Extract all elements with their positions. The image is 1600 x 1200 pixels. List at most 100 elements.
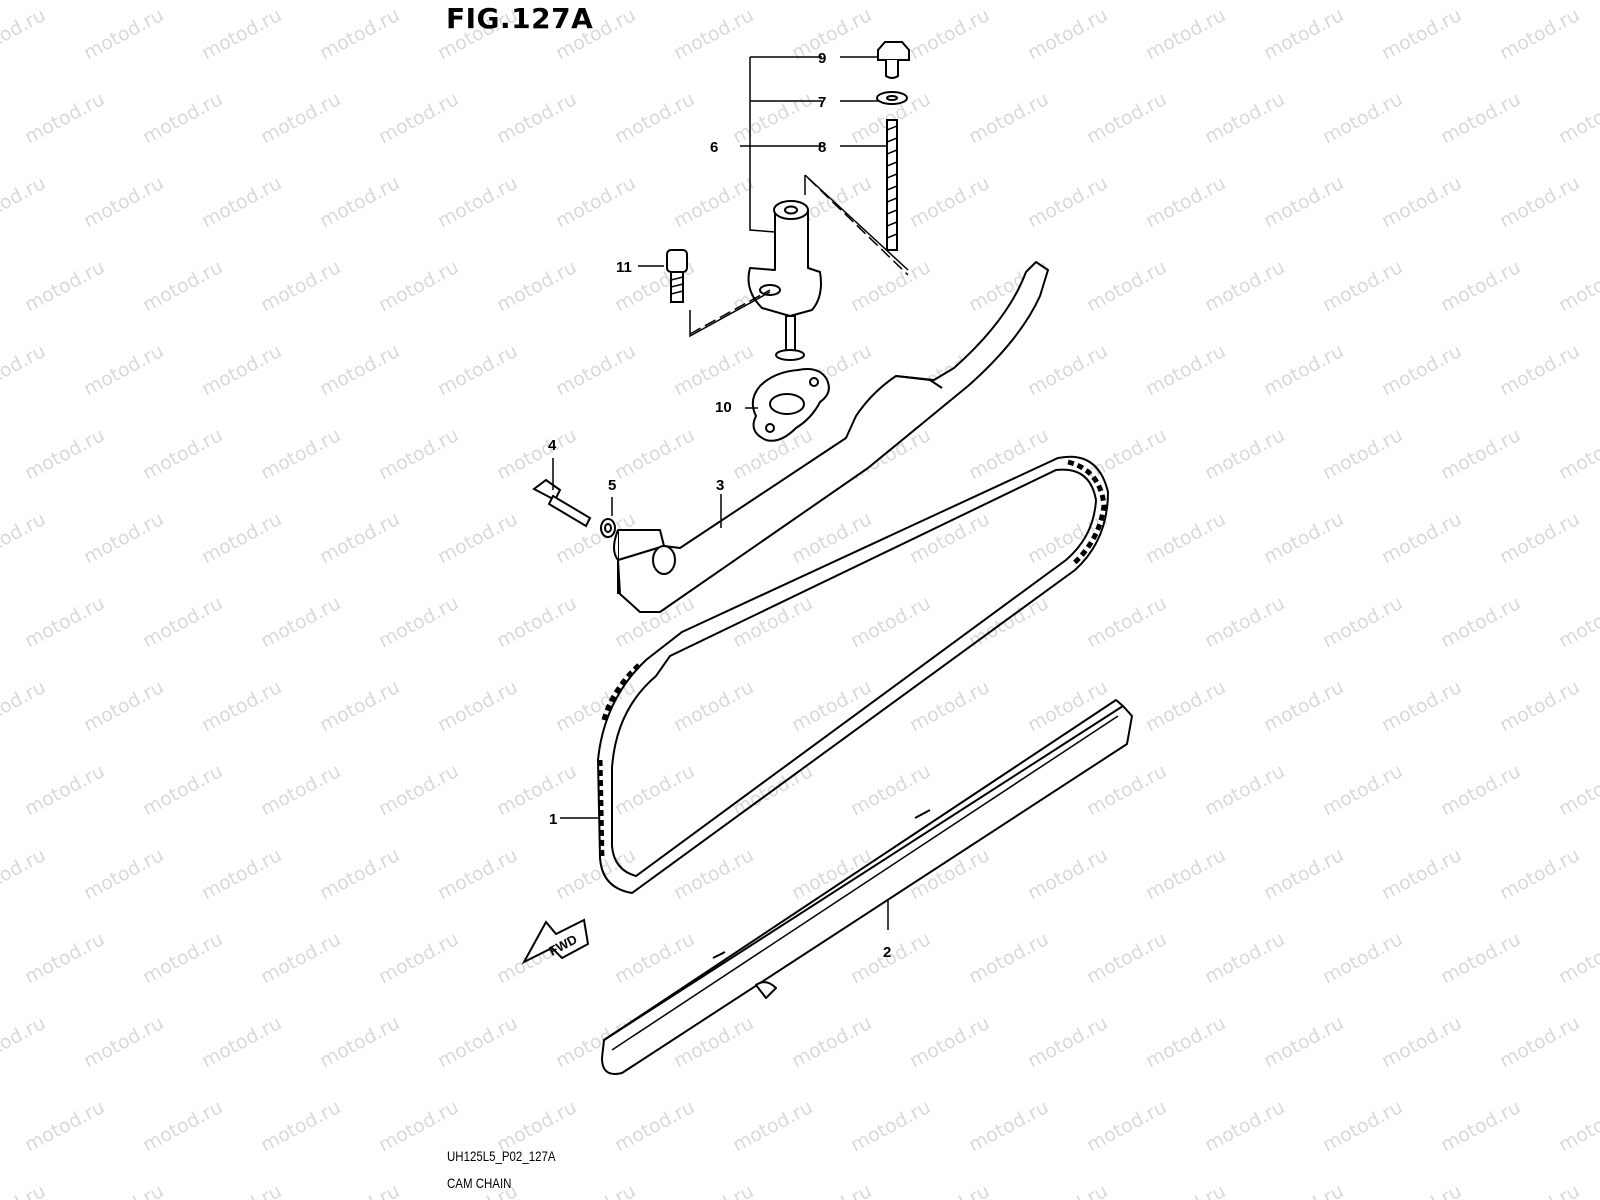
watermark-text: motod.ru xyxy=(1496,676,1583,736)
watermark-text: motod.ru xyxy=(198,172,285,232)
watermark-text: motod.ru xyxy=(21,424,108,484)
watermark-text: motod.ru xyxy=(198,676,285,736)
watermark-text: motod.ru xyxy=(21,1096,108,1156)
watermark-text: motod.ru xyxy=(1555,256,1600,316)
callout-8[interactable]: 8 xyxy=(818,139,826,156)
watermark-text: motod.ru xyxy=(1378,676,1465,736)
watermark-text: motod.ru xyxy=(80,340,167,400)
watermark-text: motod.ru xyxy=(1260,172,1347,232)
callout-3[interactable]: 3 xyxy=(716,477,724,494)
watermark-text: motod.ru xyxy=(1260,4,1347,64)
washer-7[interactable] xyxy=(876,91,908,105)
cam-chain[interactable] xyxy=(596,455,1110,895)
watermark-text: motod.ru xyxy=(21,928,108,988)
watermark-text: motod.ru xyxy=(1201,256,1288,316)
watermark-text: motod.ru xyxy=(316,676,403,736)
watermark-text: motod.ru xyxy=(257,592,344,652)
watermark-text: motod.ru xyxy=(1319,592,1406,652)
gasket[interactable] xyxy=(751,368,830,442)
watermark-text: motod.ru xyxy=(493,760,580,820)
watermark-text: motod.ru xyxy=(1378,1012,1465,1072)
watermark-text: motod.ru xyxy=(965,88,1052,148)
callout-11[interactable]: 11 xyxy=(616,259,632,276)
watermark-text: motod.ru xyxy=(552,1180,639,1200)
watermark-text: motod.ru xyxy=(316,340,403,400)
watermark-text: motod.ru xyxy=(906,676,993,736)
watermark-text: motod.ru xyxy=(434,508,521,568)
watermark-text: motod.ru xyxy=(1083,760,1170,820)
watermark-text: motod.ru xyxy=(1378,4,1465,64)
watermark-text: motod.ru xyxy=(1260,676,1347,736)
watermark-text: motod.ru xyxy=(139,424,226,484)
washer-5[interactable] xyxy=(600,518,616,538)
watermark-text: motod.ru xyxy=(1024,340,1111,400)
figure-caption: CAM CHAIN xyxy=(447,1175,512,1191)
watermark-text: motod.ru xyxy=(611,424,698,484)
watermark-text: motod.ru xyxy=(1260,844,1347,904)
watermark-text: motod.ru xyxy=(729,1096,816,1156)
tensioner-arm[interactable] xyxy=(613,261,1049,613)
watermark-text: motod.ru xyxy=(1555,928,1600,988)
watermark-text: motod.ru xyxy=(847,760,934,820)
chain-guide[interactable] xyxy=(601,699,1133,1075)
figure-code: UH125L5_P02_127A xyxy=(447,1148,556,1164)
callout-4[interactable]: 4 xyxy=(548,437,557,454)
watermark-text: motod.ru xyxy=(1260,1012,1347,1072)
watermark-text: motod.ru xyxy=(257,928,344,988)
watermark-text: motod.ru xyxy=(552,172,639,232)
watermark-text: motod.ru xyxy=(1260,1180,1347,1200)
watermark-text: motod.ru xyxy=(316,4,403,64)
watermark-text: motod.ru xyxy=(611,1096,698,1156)
watermark-text: motod.ru xyxy=(611,928,698,988)
watermark-text: motod.ru xyxy=(1142,844,1229,904)
watermark-text: motod.ru xyxy=(0,676,49,736)
watermark-text: motod.ru xyxy=(788,676,875,736)
watermark-text: motod.ru xyxy=(139,928,226,988)
tensioner-rod[interactable] xyxy=(886,119,898,251)
watermark-text: motod.ru xyxy=(1496,1012,1583,1072)
callout-1[interactable]: 1 xyxy=(549,811,557,828)
callout-5[interactable]: 5 xyxy=(608,477,616,494)
watermark-text: motod.ru xyxy=(198,4,285,64)
watermark-text: motod.ru xyxy=(552,676,639,736)
watermark-layer: motod.ru motod.ru motod.ru motod.ru motod.ru… xyxy=(0,4,1600,1200)
watermark-text: motod.ru xyxy=(1142,1180,1229,1200)
watermark-text: motod.ru xyxy=(80,508,167,568)
tensioner-adjuster[interactable] xyxy=(747,200,822,361)
callout-9[interactable]: 9 xyxy=(818,50,826,67)
watermark-text: motod.ru xyxy=(1142,340,1229,400)
watermark-text: motod.ru xyxy=(906,172,993,232)
callout-10[interactable]: 10 xyxy=(715,399,732,416)
watermark-text: motod.ru xyxy=(493,256,580,316)
watermark-text: motod.ru xyxy=(257,1096,344,1156)
watermark-text: motod.ru xyxy=(670,172,757,232)
callout-2[interactable]: 2 xyxy=(883,944,891,961)
bolt-4[interactable] xyxy=(532,478,592,528)
watermark-text: motod.ru xyxy=(257,88,344,148)
watermark-text: motod.ru xyxy=(1201,88,1288,148)
watermark-text: motod.ru xyxy=(965,928,1052,988)
watermark-text: motod.ru xyxy=(847,256,934,316)
watermark-text: motod.ru xyxy=(847,592,934,652)
callout-7[interactable]: 7 xyxy=(818,94,826,111)
watermark-text: motod.ru xyxy=(198,1180,285,1200)
watermark-text: motod.ru xyxy=(375,592,462,652)
watermark-text: motod.ru xyxy=(1437,760,1524,820)
watermark-text: motod.ru xyxy=(729,88,816,148)
cap-bolt-9[interactable] xyxy=(877,41,910,79)
watermark-text: motod.ru xyxy=(1555,1096,1600,1156)
watermark-text: motod.ru xyxy=(0,4,49,64)
watermark-text: motod.ru xyxy=(1496,340,1583,400)
watermark-text: motod.ru xyxy=(198,844,285,904)
watermark-text: motod.ru xyxy=(198,1012,285,1072)
watermark-text: motod.ru xyxy=(1260,340,1347,400)
watermark-text: motod.ru xyxy=(1496,172,1583,232)
watermark-text: motod.ru xyxy=(0,1180,49,1200)
fwd-arrow xyxy=(521,918,590,965)
callout-6[interactable]: 6 xyxy=(710,139,718,156)
watermark-text: motod.ru xyxy=(611,88,698,148)
bolt-11[interactable] xyxy=(666,249,688,303)
watermark-text: motod.ru xyxy=(1437,424,1524,484)
watermark-text: motod.ru xyxy=(0,172,49,232)
leader-lines xyxy=(552,56,909,930)
